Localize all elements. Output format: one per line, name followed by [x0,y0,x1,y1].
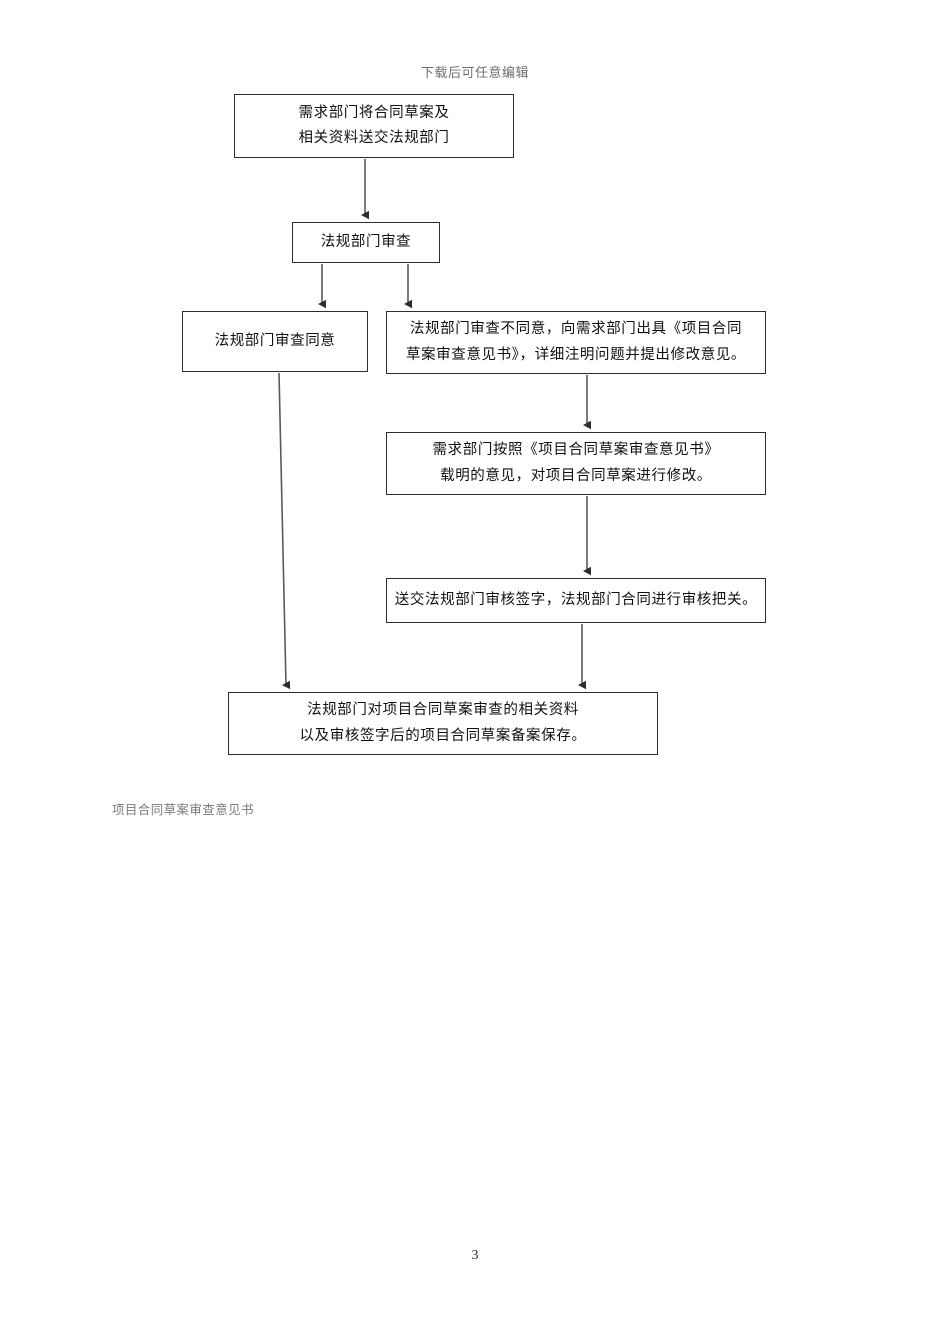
flow-node-legal-dept-review[interactable]: 法规部门审查 [292,222,440,263]
flow-node-line: 相关资料送交法规部门 [298,130,450,146]
flow-node-line: 法规部门审查 [320,233,412,250]
flow-node-review-approved[interactable]: 法规部门审查同意 [182,311,368,372]
flowchart-canvas: 需求部门将合同草案及 相关资料送交法规部门 法规部门审查 法规部门审查同意 法规… [182,94,766,755]
flow-node-archive-records[interactable]: 法规部门对项目合同草案审查的相关资料 以及审核签字后的项目合同草案备案保存。 [228,692,658,755]
edge-n3-n7 [278,372,291,690]
flow-node-line: 草案审查意见书》，详细注明问题并提出修改意见。 [405,346,747,363]
flow-node-review-rejected[interactable]: 法规部门审查不同意，向需求部门出具《项目合同 草案审查意见书》，详细注明问题并提… [386,311,766,374]
flow-node-line: 需求部门将合同草案及 [298,104,450,121]
flow-node-line: 送交法规部门审核签字，法规部门合同进行审核把关。 [394,591,758,608]
flow-node-submit-for-signature[interactable]: 送交法规部门审核签字，法规部门合同进行审核把关。 [386,578,766,623]
flow-node-line: 载明的意见，对项目合同草案进行修改。 [440,467,712,484]
flowchart-caption: 项目合同草案审查意见书 [112,803,254,817]
flow-node-line: 需求部门按照《项目合同草案审查意见书》 [432,442,720,459]
flow-node-line: 法规部门审查同意 [214,332,336,349]
page-number: 3 [471,1248,479,1263]
flow-node-request-dept-submit[interactable]: 需求部门将合同草案及 相关资料送交法规部门 [234,94,514,158]
flow-node-line: 以及审核签字后的项目合同草案备案保存。 [299,727,587,744]
flow-node-revise-per-opinion[interactable]: 需求部门按照《项目合同草案审查意见书》 载明的意见，对项目合同草案进行修改。 [386,432,766,495]
flow-node-line: 法规部门审查不同意，向需求部门出具《项目合同 [409,321,743,338]
document-header-note: 下载后可任意编辑 [420,65,529,80]
flow-node-line: 法规部门对项目合同草案审查的相关资料 [307,702,579,719]
